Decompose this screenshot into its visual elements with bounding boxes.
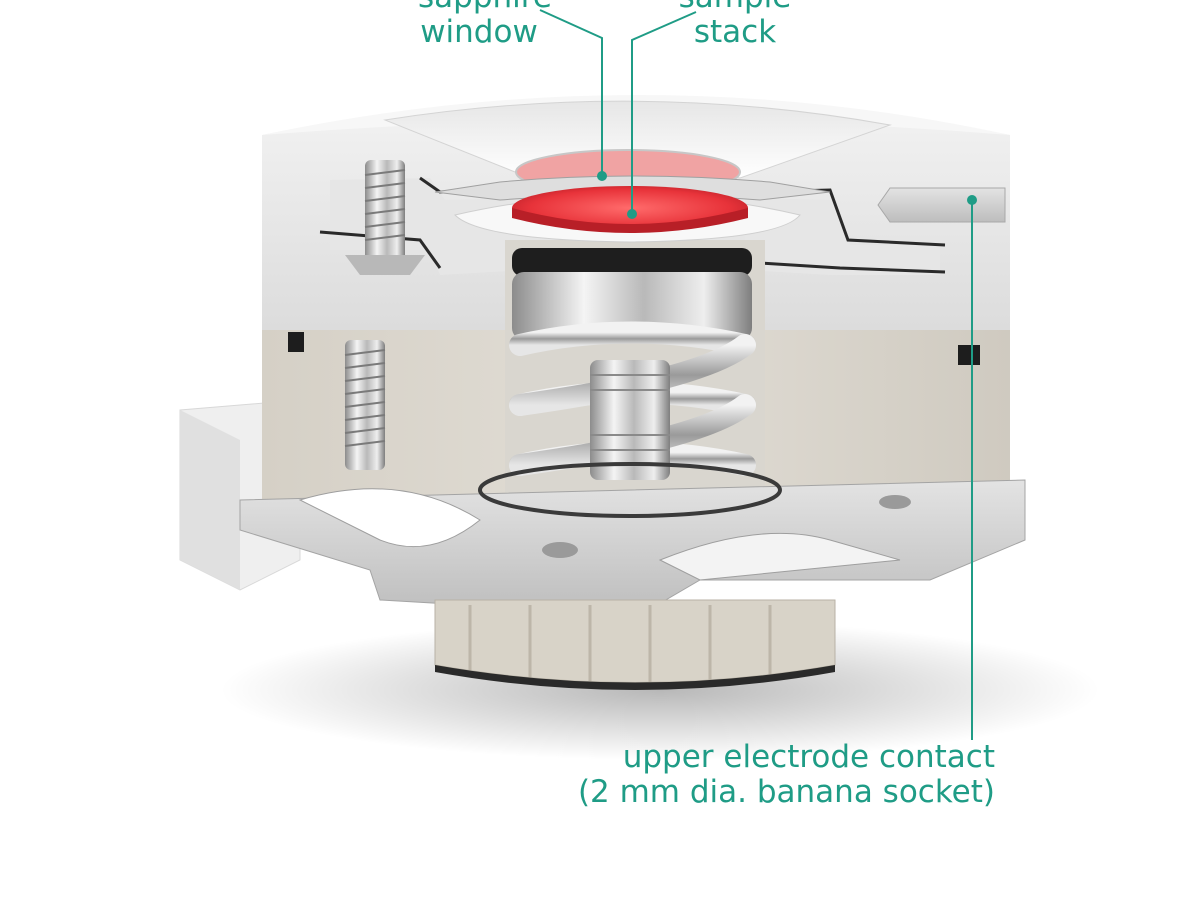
leader-line-stack xyxy=(631,11,697,214)
label-electrode-contact-line1: upper electrode contact xyxy=(622,739,995,775)
banana-socket xyxy=(877,187,1006,223)
label-sapphire-window: sapphire window xyxy=(418,0,552,50)
o-ring-right xyxy=(958,345,980,365)
leader-dot-stack xyxy=(627,209,637,219)
leader-dot-window xyxy=(597,171,607,181)
label-sample-stack-line1: sample xyxy=(650,0,820,15)
label-electrode-contact-line2: (2 mm dia. banana socket) xyxy=(577,774,995,810)
set-screw-lower xyxy=(344,340,386,470)
piston-black-ring xyxy=(512,248,752,276)
label-electrode-contact: upper electrode contact (2 mm dia. banan… xyxy=(560,740,995,810)
label-sample-stack: sample stack xyxy=(650,0,820,50)
leader-dots xyxy=(597,171,977,219)
bottom-knurled-nut xyxy=(434,599,836,683)
leader-dot-contact xyxy=(967,195,977,205)
base-plate-hole-2 xyxy=(879,495,911,509)
base-plate-ring xyxy=(478,462,782,518)
o-ring-left xyxy=(288,332,304,352)
leader-line-window xyxy=(539,9,603,176)
base-plate-slot-left xyxy=(298,488,481,548)
sample-stack xyxy=(512,186,748,230)
leader-lines xyxy=(539,9,973,740)
piston-cylinder xyxy=(512,272,752,340)
label-sapphire-window-line1: sapphire xyxy=(418,0,552,15)
countersunk-screw-upper xyxy=(345,160,425,275)
base-plate-hole-1 xyxy=(542,542,578,558)
base-plate-slot-right xyxy=(658,532,901,581)
label-sapphire-window-line2: window xyxy=(420,14,538,50)
label-sample-stack-line2: stack xyxy=(693,14,777,50)
